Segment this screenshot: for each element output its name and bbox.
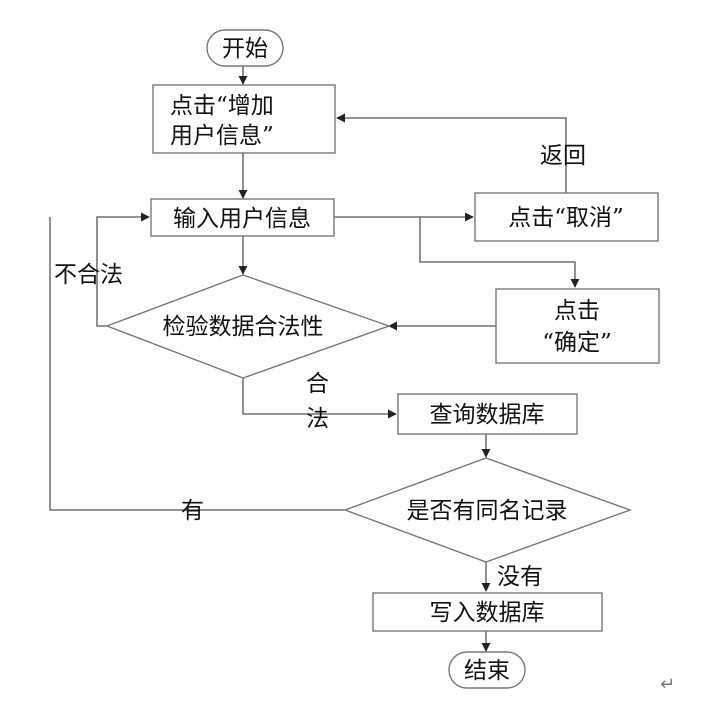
write-database-box: 写入数据库 [372, 592, 603, 632]
same-name-record-label: 是否有同名记录 [407, 498, 568, 524]
connectors [49, 66, 580, 652]
add-user-info-label-1: 点击“增加 [170, 93, 274, 119]
arrow-has-record-back-to-input [49, 217, 345, 511]
query-database-box: 查询数据库 [397, 393, 578, 435]
add-user-info-label-2: 用户信息” [170, 123, 274, 149]
end-label: 结束 [464, 658, 510, 684]
click-confirm-label-2: “确定” [542, 330, 612, 356]
input-user-info-label: 输入用户信息 [173, 206, 311, 232]
return-label: 返回 [540, 143, 586, 169]
arrow-valid-to-query [242, 378, 397, 419]
start-node: 开始 [206, 29, 284, 67]
validate-data-diamond: 检验数据合法性 [105, 274, 392, 379]
start-label: 开始 [222, 36, 268, 62]
click-cancel-label: 点击“取消” [508, 205, 624, 231]
invalid-label: 不合法 [54, 262, 123, 288]
click-cancel-box: 点击“取消” [474, 192, 659, 242]
click-confirm-label-1: 点击 [554, 298, 600, 324]
end-node: 结束 [448, 651, 526, 689]
paragraph-mark: ↵ [660, 674, 675, 695]
validate-data-label: 检验数据合法性 [163, 314, 324, 340]
valid-label-2: 法 [306, 406, 329, 432]
input-user-info-box: 输入用户信息 [150, 198, 335, 237]
valid-label-1: 合 [306, 371, 329, 397]
arrow-cancel-return-to-add [336, 113, 567, 193]
no-record-label: 没有 [497, 564, 543, 590]
click-confirm-box: 点击 “确定” [495, 288, 660, 364]
query-database-label: 查询数据库 [430, 402, 545, 428]
edge-labels: 返回 不合法 合 法 有 没有 [54, 143, 586, 590]
arrow-invalid-back-to-input [96, 212, 150, 327]
add-user-info-box: 点击“增加 用户信息” [152, 84, 336, 154]
arrow-input-to-confirm [419, 217, 580, 288]
has-record-label: 有 [181, 498, 204, 524]
same-name-record-diamond: 是否有同名记录 [342, 457, 633, 563]
write-database-label: 写入数据库 [430, 600, 545, 626]
